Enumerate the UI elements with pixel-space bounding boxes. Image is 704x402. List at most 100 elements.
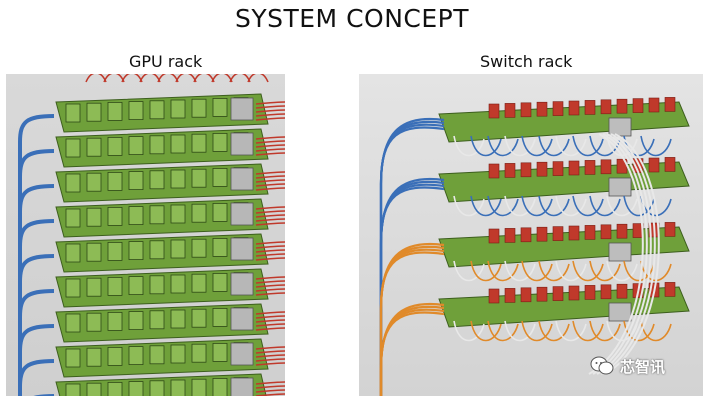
switch-connector — [608, 177, 632, 197]
switch-port — [616, 98, 628, 114]
switch-loop-cable — [470, 320, 502, 342]
switch-loop-cable — [504, 195, 536, 217]
gpu-chip — [170, 239, 186, 259]
switch-side-cable — [379, 183, 445, 396]
gpu-red-cable — [255, 327, 285, 331]
switch-loop-cable — [538, 195, 570, 217]
gpu-connector — [230, 167, 254, 191]
gpu-chip — [191, 378, 207, 396]
switch-loop-cable — [555, 260, 587, 282]
gpu-top-red-cable — [139, 74, 161, 83]
gpu-chip — [86, 137, 102, 157]
switch-port — [568, 160, 580, 176]
switch-port — [504, 288, 516, 303]
watermark: 芯智讯 — [590, 352, 690, 380]
switch-port — [552, 226, 564, 241]
switch-port — [584, 225, 596, 240]
gpu-chip — [212, 377, 228, 396]
switch-port — [584, 100, 596, 115]
gpu-chip — [212, 97, 228, 117]
switch-loop-cable — [572, 135, 604, 157]
gpu-red-cable — [255, 101, 285, 105]
switch-port — [648, 97, 660, 113]
gpu-red-cable — [255, 148, 285, 152]
gpu-top-red-cable — [175, 74, 197, 83]
switch-port — [600, 159, 612, 175]
switch-loop-cable — [504, 135, 536, 157]
gpu-chip — [149, 345, 165, 365]
switch-loop-cable — [453, 320, 485, 342]
switch-connector — [608, 242, 632, 262]
gpu-chip — [170, 134, 186, 154]
gpu-red-cable — [255, 206, 285, 210]
gpu-chip — [65, 348, 81, 368]
switch-loop-cable — [453, 195, 485, 217]
gpu-red-cable — [255, 253, 285, 257]
gpu-chip — [191, 133, 207, 153]
gpu-red-cable — [255, 354, 285, 358]
gpu-top-red-cable — [121, 74, 143, 83]
switch-port — [584, 160, 596, 175]
switch-port — [600, 99, 612, 115]
gpu-red-cable — [255, 381, 285, 385]
switch-loop-cable — [453, 135, 485, 157]
gpu-red-cable — [255, 171, 285, 175]
switch-loop-cable — [538, 135, 570, 157]
gpu-chip — [128, 381, 144, 396]
switch-port — [584, 285, 596, 300]
switch-loop-cable — [589, 320, 621, 342]
switch-loop-cable — [572, 260, 604, 282]
gpu-chip — [170, 204, 186, 224]
gpu-chip — [170, 344, 186, 364]
switch-loop-cable — [589, 135, 621, 157]
switch-port — [520, 287, 532, 303]
switch-port — [488, 163, 500, 179]
gpu-red-cable — [255, 315, 285, 319]
gpu-top-red-cable — [211, 74, 233, 83]
gpu-blue-cable — [18, 219, 55, 396]
gpu-connector — [230, 132, 254, 156]
gpu-red-cable — [255, 179, 285, 183]
switch-side-cable — [379, 180, 445, 396]
switch-rack-label: Switch rack — [480, 52, 573, 71]
gpu-chip — [86, 207, 102, 227]
gpu-red-cable — [255, 214, 285, 218]
switch-side-cable — [379, 186, 445, 396]
switch-port — [664, 222, 676, 237]
switch-side-cable — [379, 123, 445, 396]
gpu-chip — [107, 137, 123, 156]
gpu-red-cable — [255, 117, 285, 121]
gpu-chip — [107, 241, 123, 261]
gpu-chip — [191, 98, 207, 118]
switch-port — [536, 286, 548, 302]
gpu-chip — [65, 383, 81, 396]
gpu-red-cable — [255, 284, 285, 288]
gpu-rack-label: GPU rack — [129, 52, 203, 71]
switch-side-cable — [379, 302, 445, 396]
gpu-red-cable — [255, 222, 285, 226]
switch-loop-cable — [470, 260, 502, 282]
gpu-chip — [170, 274, 186, 294]
gpu-chip — [86, 102, 102, 122]
gpu-blue-cable — [18, 114, 55, 396]
gpu-red-cable — [255, 249, 285, 253]
gpu-red-cable — [255, 241, 285, 245]
gpu-chip — [128, 241, 144, 261]
gpu-red-cable — [255, 136, 285, 140]
gpu-chip — [212, 307, 228, 327]
switch-rack-image — [359, 74, 703, 396]
gpu-chip — [212, 237, 228, 257]
switch-side-cable — [379, 311, 445, 396]
switch-port — [488, 103, 500, 119]
gpu-top-red-cable — [193, 74, 215, 83]
gpu-red-cable — [255, 210, 285, 214]
switch-white-cable — [596, 133, 652, 375]
gpu-chip — [65, 313, 81, 333]
gpu-red-cable — [255, 144, 285, 148]
gpu-red-cable — [255, 280, 285, 284]
gpu-chip — [128, 171, 144, 190]
switch-loop-cable — [470, 195, 502, 217]
switch-loop-cable — [504, 260, 536, 282]
gpu-chip — [107, 381, 123, 396]
gpu-chip — [149, 100, 165, 120]
